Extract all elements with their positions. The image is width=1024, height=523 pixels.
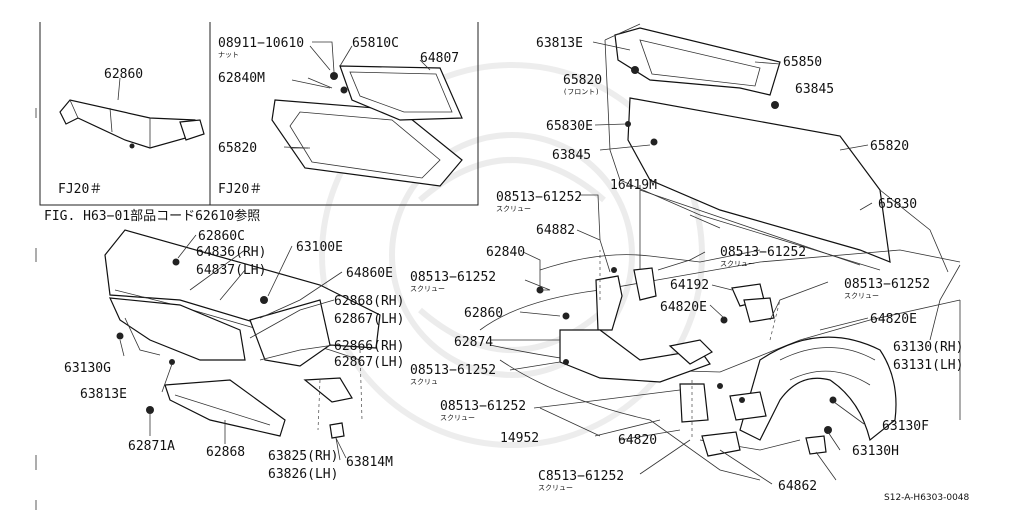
part-label[interactable]: 08513−61252 [496, 190, 582, 205]
part-label-note: スクリュー [440, 414, 475, 422]
part-label-note: スクリュー [496, 205, 531, 213]
part-label[interactable]: 64820E [870, 312, 917, 327]
part-label[interactable]: 08911−10610 [218, 36, 304, 51]
part-label[interactable]: 64836(RH) [196, 245, 266, 260]
part-label[interactable]: 63814M [346, 455, 393, 470]
part-label[interactable]: 08513−61252 [720, 245, 806, 260]
leader-lines [119, 41, 873, 485]
part-label[interactable]: 63845 [795, 82, 834, 97]
part-label[interactable]: 64862 [778, 479, 817, 494]
part-label[interactable]: 62866(RH) [334, 339, 404, 354]
part-label[interactable]: 63813E [536, 36, 583, 51]
part-label[interactable]: 65820 [870, 139, 909, 154]
part-label-note: ナット [218, 51, 239, 59]
part-label[interactable]: C8513−61252 [538, 469, 624, 484]
part-label[interactable]: 62871A [128, 439, 175, 454]
part-label[interactable]: 64820E [660, 300, 707, 315]
part-label[interactable]: 62860 [464, 306, 503, 321]
part-label[interactable]: 65810C [352, 36, 399, 51]
part-label[interactable]: 62860 [104, 67, 143, 82]
part-label-note: スクリュ [410, 378, 438, 386]
part-label[interactable]: 64837(LH) [196, 263, 266, 278]
part-label[interactable]: 08513−61252 [844, 277, 930, 292]
part-label[interactable]: 65830 [878, 197, 917, 212]
part-label[interactable]: 64820 [618, 433, 657, 448]
part-label[interactable]: 62874 [454, 335, 493, 350]
part-label-note: スクリュー [720, 260, 755, 268]
part-label[interactable]: 63826(LH) [268, 467, 338, 482]
figure-code: S12-A-H6303-0048 [884, 493, 970, 503]
part-label[interactable]: 62867(LH) [334, 355, 404, 370]
part-label[interactable]: 63813E [80, 387, 127, 402]
part-label[interactable]: 63825(RH) [268, 449, 338, 464]
part-label[interactable]: 62860C [198, 229, 245, 244]
part-label[interactable]: 62868(RH) [334, 294, 404, 309]
inset-insulator-drawing [271, 45, 463, 187]
part-label[interactable]: 62840M [218, 71, 265, 86]
inset-duct-drawing [59, 77, 205, 149]
part-label[interactable]: 65850 [783, 55, 822, 70]
part-label[interactable]: 08513−61252 [410, 270, 496, 285]
part-label-note: スクリュー [538, 484, 573, 492]
engine-bay-drawing [536, 249, 837, 457]
inset1-variant: FJ20＃ [58, 182, 102, 197]
part-label[interactable]: 65830E [546, 119, 593, 134]
part-label[interactable]: 14952 [500, 431, 539, 446]
part-label[interactable]: 16419M [610, 178, 657, 193]
part-label[interactable]: 63131(LH) [893, 358, 963, 373]
part-label[interactable]: 64192 [670, 278, 709, 293]
part-label[interactable]: 65820 [218, 141, 257, 156]
part-label[interactable]: 63130G [64, 361, 111, 376]
part-label-note: スクリュー [844, 292, 879, 300]
part-label-note: スクリュー [410, 285, 445, 293]
part-label[interactable]: 63845 [552, 148, 591, 163]
part-label[interactable]: 62840 [486, 245, 525, 260]
part-label[interactable]: 64860E [346, 266, 393, 281]
part-label[interactable]: 63100E [296, 240, 343, 255]
part-label-note: (フロント) [563, 88, 599, 96]
part-label[interactable]: 63130F [882, 419, 929, 434]
inset2-variant: FJ20＃ [218, 182, 262, 197]
part-label[interactable]: 62867(LH) [334, 312, 404, 327]
part-label[interactable]: 08513−61252 [440, 399, 526, 414]
inset-frames [35, 22, 479, 510]
part-label[interactable]: 63130H [852, 444, 899, 459]
part-label[interactable]: 64807 [420, 51, 459, 66]
part-label[interactable]: 62868 [206, 445, 245, 460]
hood-drawing [604, 23, 949, 273]
part-label[interactable]: 08513−61252 [410, 363, 496, 378]
part-label[interactable]: 64882 [536, 223, 575, 238]
bumper-drawing [104, 229, 381, 439]
part-label[interactable]: 65820 [563, 73, 602, 88]
part-label[interactable]: 63130(RH) [893, 340, 963, 355]
fig-reference: FIG. H63−01部品コード62610参照 [44, 208, 260, 224]
